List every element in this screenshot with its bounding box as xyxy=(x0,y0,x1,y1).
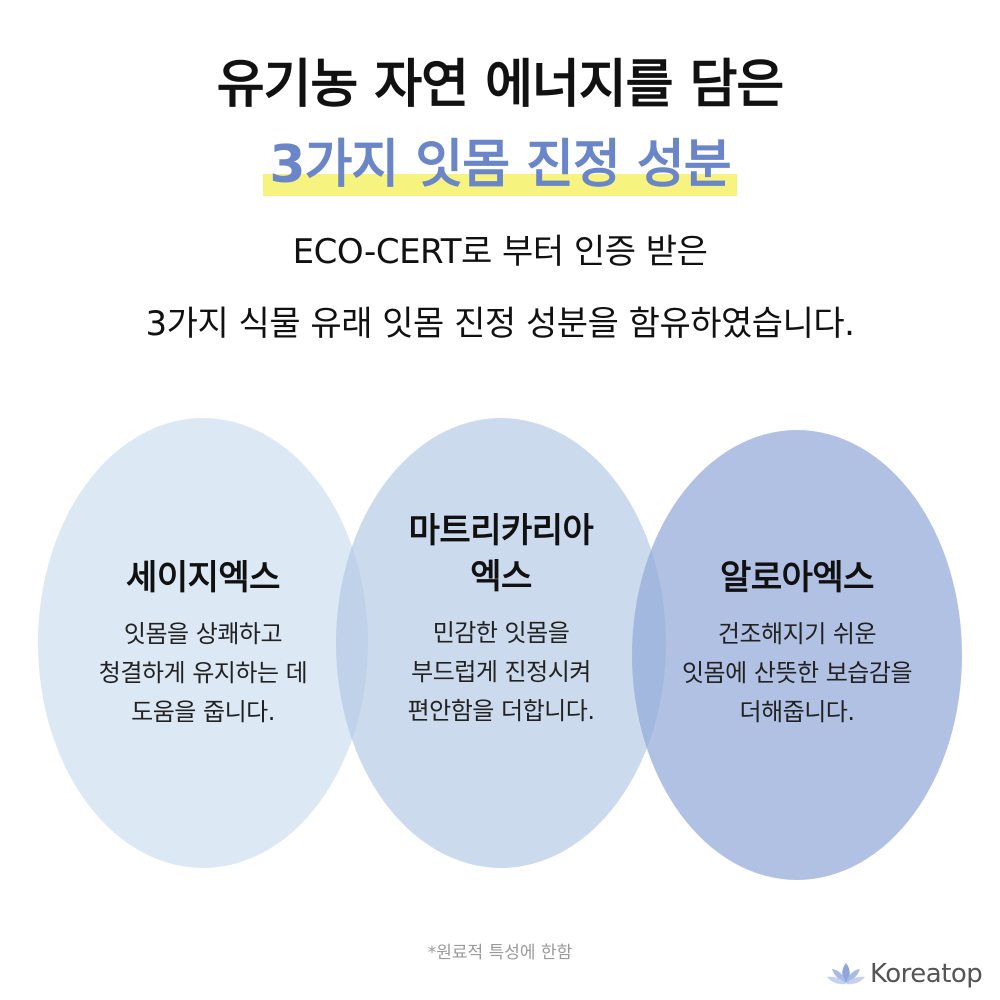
ingredient-description-line: 부드럽게 진정시켜 xyxy=(411,658,591,686)
ingredient-description-line: 청결하게 유지하는 데 xyxy=(98,659,308,687)
ingredient-circle-aloe xyxy=(632,430,962,880)
ingredient-card-sage: 세이지엑스 잇몸을 상쾌하고 청결하게 유지하는 데 도움을 줍니다. xyxy=(38,555,368,732)
ingredient-name-line-1: 마트리카리아 xyxy=(408,511,594,551)
ingredient-card-aloe: 알로아엑스 건조해지기 쉬운 잇몸에 산뜻한 보습감을 더해줍니다. xyxy=(632,555,962,732)
footnote: *원료적 특성에 한함 xyxy=(427,943,573,963)
ingredient-name: 세이지엑스 xyxy=(126,558,280,598)
ingredient-description: 잇몸을 상쾌하고 청결하게 유지하는 데 도움을 줍니다. xyxy=(38,615,368,732)
ingredient-description-line: 도움을 줍니다. xyxy=(131,698,275,726)
ingredient-name-line-2: 엑스 xyxy=(470,557,532,597)
subtitle-line-1: ECO-CERT로 부터 인증 받은 xyxy=(292,232,708,272)
lotus-icon xyxy=(827,963,865,985)
ingredient-description-line: 잇몸에 산뜻한 보습감을 xyxy=(681,659,913,687)
ingredient-description-line: 더해줍니다. xyxy=(739,698,855,726)
ingredient-description-line: 잇몸을 상쾌하고 xyxy=(123,620,283,648)
ingredient-description: 건조해지기 쉬운 잇몸에 산뜻한 보습감을 더해줍니다. xyxy=(632,615,962,732)
brand-logo: Koreatop xyxy=(826,956,983,992)
ingredient-description-line: 편안함을 더합니다. xyxy=(407,697,595,725)
ingredient-card-matricaria: 마트리카리아 엑스 민감한 잇몸을 부드럽게 진정시켜 편안함을 더합니다. xyxy=(336,508,666,731)
ingredient-circle-sage xyxy=(38,418,368,868)
ingredient-name: 알로아엑스 xyxy=(720,558,874,598)
headline-line-2-wrapper: 3가지 잇몸 진정 성분 xyxy=(0,130,1000,200)
headline-line-2-highlighted: 3가지 잇몸 진정 성분 xyxy=(263,130,737,200)
headline-line-1: 유기농 자연 에너지를 담은 xyxy=(216,55,785,115)
ingredient-description: 민감한 잇몸을 부드럽게 진정시켜 편안함을 더합니다. xyxy=(336,614,666,731)
brand-name: Koreatop xyxy=(870,959,983,989)
ingredient-circle-matricaria xyxy=(336,418,666,868)
ingredient-description-line: 건조해지기 쉬운 xyxy=(717,620,877,648)
ingredient-description-line: 민감한 잇몸을 xyxy=(432,619,570,647)
subtitle-line-2: 3가지 식물 유래 잇몸 진정 성분을 함유하였습니다. xyxy=(145,304,855,344)
